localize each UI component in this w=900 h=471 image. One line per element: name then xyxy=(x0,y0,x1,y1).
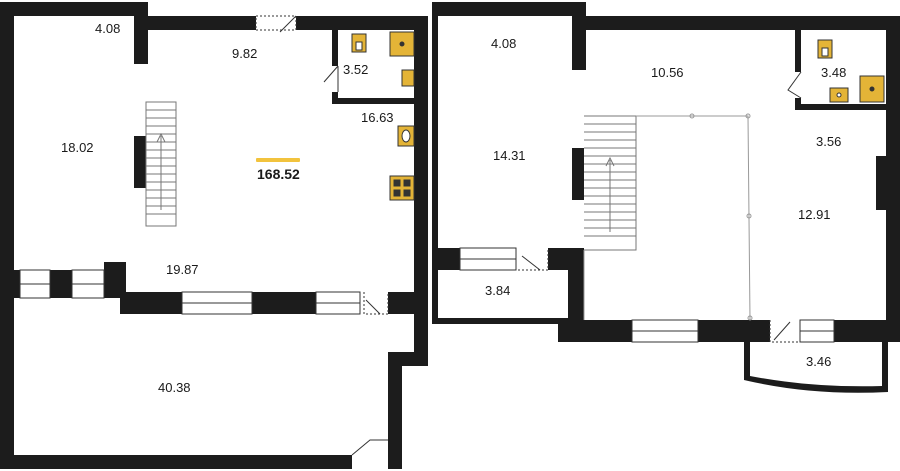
total-area-accent xyxy=(256,158,300,162)
left-fixtures xyxy=(351,31,415,201)
room-area-label: 18.02 xyxy=(61,140,94,155)
left-doors xyxy=(279,15,389,456)
room-area-label: 12.91 xyxy=(798,207,831,222)
room-area-label: 9.82 xyxy=(232,46,258,61)
left-unit-walls xyxy=(0,2,428,469)
total-area-value: 168.52 xyxy=(257,166,300,182)
right-windows xyxy=(459,247,835,343)
room-area-label: 14.31 xyxy=(493,148,526,163)
room-area-label: 10.56 xyxy=(651,65,684,80)
left-windows xyxy=(19,15,361,315)
room-area-label: 4.08 xyxy=(95,21,121,36)
right-fixtures xyxy=(817,39,885,103)
left-stairs xyxy=(145,101,177,227)
room-area-label: 4.08 xyxy=(491,36,517,51)
mezzanine-outline xyxy=(583,113,753,321)
sink-icon xyxy=(401,69,415,87)
room-area-label: 19.87 xyxy=(166,262,199,277)
right-stairs xyxy=(584,115,637,251)
room-area-label: 3.56 xyxy=(816,134,842,149)
room-area-label: 40.38 xyxy=(158,380,191,395)
right-doors xyxy=(515,71,802,343)
room-area-label: 3.52 xyxy=(343,62,369,77)
room-area-label: 3.84 xyxy=(485,283,511,298)
room-area-label: 16.63 xyxy=(361,110,394,125)
right-unit-walls xyxy=(432,2,900,393)
room-area-label: 3.48 xyxy=(821,65,847,80)
room-area-label: 3.46 xyxy=(806,354,832,369)
